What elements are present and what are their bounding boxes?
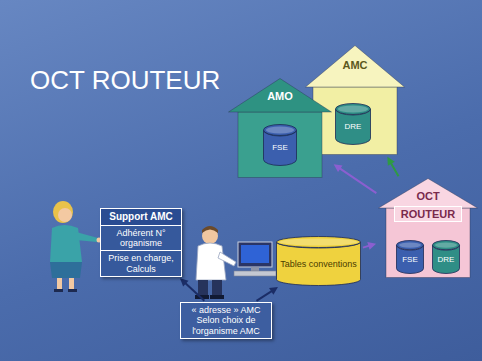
house-label-group: AMO xyxy=(228,90,332,103)
connector-arrow xyxy=(387,157,398,177)
node-label: OCT xyxy=(416,190,439,203)
house-amo: AMO FSE xyxy=(228,78,332,178)
database-cylinder: FSE xyxy=(396,240,424,274)
node-label: AMO xyxy=(267,90,293,103)
node-label: Adhérent N° organisme xyxy=(101,226,181,251)
cylinder-top xyxy=(277,237,361,248)
cylinder-top xyxy=(264,125,297,136)
node-label: Prise en charge, Calculs xyxy=(101,251,181,276)
house-body xyxy=(238,112,322,178)
house-body xyxy=(313,87,397,155)
cylinder-label-group: Tables conventions xyxy=(276,248,361,280)
database-cylinder: FSE xyxy=(263,124,297,166)
tables-cylinder: Tables conventions xyxy=(276,236,361,286)
connector-arrow xyxy=(256,287,278,301)
cylinder-highlight xyxy=(279,239,358,246)
node-label: FSE xyxy=(402,255,418,264)
cylinder-highlight xyxy=(338,106,368,113)
cylinder-top xyxy=(397,241,424,250)
node-label: FSE xyxy=(272,143,288,152)
slide-title: OCT ROUTEUR xyxy=(30,66,220,96)
house-roof xyxy=(379,179,478,209)
node-label: « adresse » AMC Selon choix de l'organis… xyxy=(181,303,271,338)
connector-line xyxy=(184,282,204,300)
cylinder-label-group: DRE xyxy=(432,250,460,269)
node-sublabel: ROUTEUR xyxy=(394,206,462,223)
node-label: DRE xyxy=(345,122,362,131)
support-box: Support AMCAdhérent N° organismePrise en… xyxy=(100,208,182,277)
node-label: DRE xyxy=(438,255,455,264)
man-figure xyxy=(195,226,236,299)
cylinder-highlight xyxy=(266,127,294,134)
connector-arrow xyxy=(334,164,377,193)
cylinder-highlight xyxy=(435,243,457,248)
connector-line xyxy=(390,162,398,176)
house-label-group: AMC xyxy=(305,59,405,72)
database-cylinder: DRE xyxy=(335,103,371,145)
cylinder-label-group: FSE xyxy=(396,250,424,269)
cylinder-body xyxy=(277,242,361,286)
cylinder-label-group: FSE xyxy=(263,136,297,160)
cylinder-highlight xyxy=(399,243,421,248)
node-label: Support AMC xyxy=(101,209,181,225)
house-oct: OCT ROUTEUR FSE DRE xyxy=(378,178,478,278)
node-label: Tables conventions xyxy=(280,259,357,269)
connector-line xyxy=(339,168,377,193)
arrow-head xyxy=(387,157,394,166)
support-section: Prise en charge, Calculs xyxy=(101,250,181,276)
woman-figure xyxy=(50,201,102,292)
support-section: Adhérent N° organisme xyxy=(101,225,181,251)
computer-icon xyxy=(234,242,276,276)
cylinder-top xyxy=(336,104,371,115)
arrow-head xyxy=(367,242,376,250)
house-roof xyxy=(229,79,332,113)
cylinder-top xyxy=(433,241,460,250)
arrow-head xyxy=(269,287,278,295)
node-label: AMC xyxy=(342,59,367,72)
address-box: « adresse » AMC Selon choix de l'organis… xyxy=(180,302,272,339)
arrow-head xyxy=(180,278,189,286)
cylinder-label-group: DRE xyxy=(335,115,371,139)
house-roof xyxy=(306,46,405,88)
connector-arrow xyxy=(363,242,376,250)
house-label-group: OCT ROUTEUR xyxy=(378,190,478,222)
connector-arrow xyxy=(180,278,204,300)
connector-line xyxy=(256,290,272,301)
arrow-head xyxy=(334,164,343,172)
database-cylinder: DRE xyxy=(432,240,460,274)
